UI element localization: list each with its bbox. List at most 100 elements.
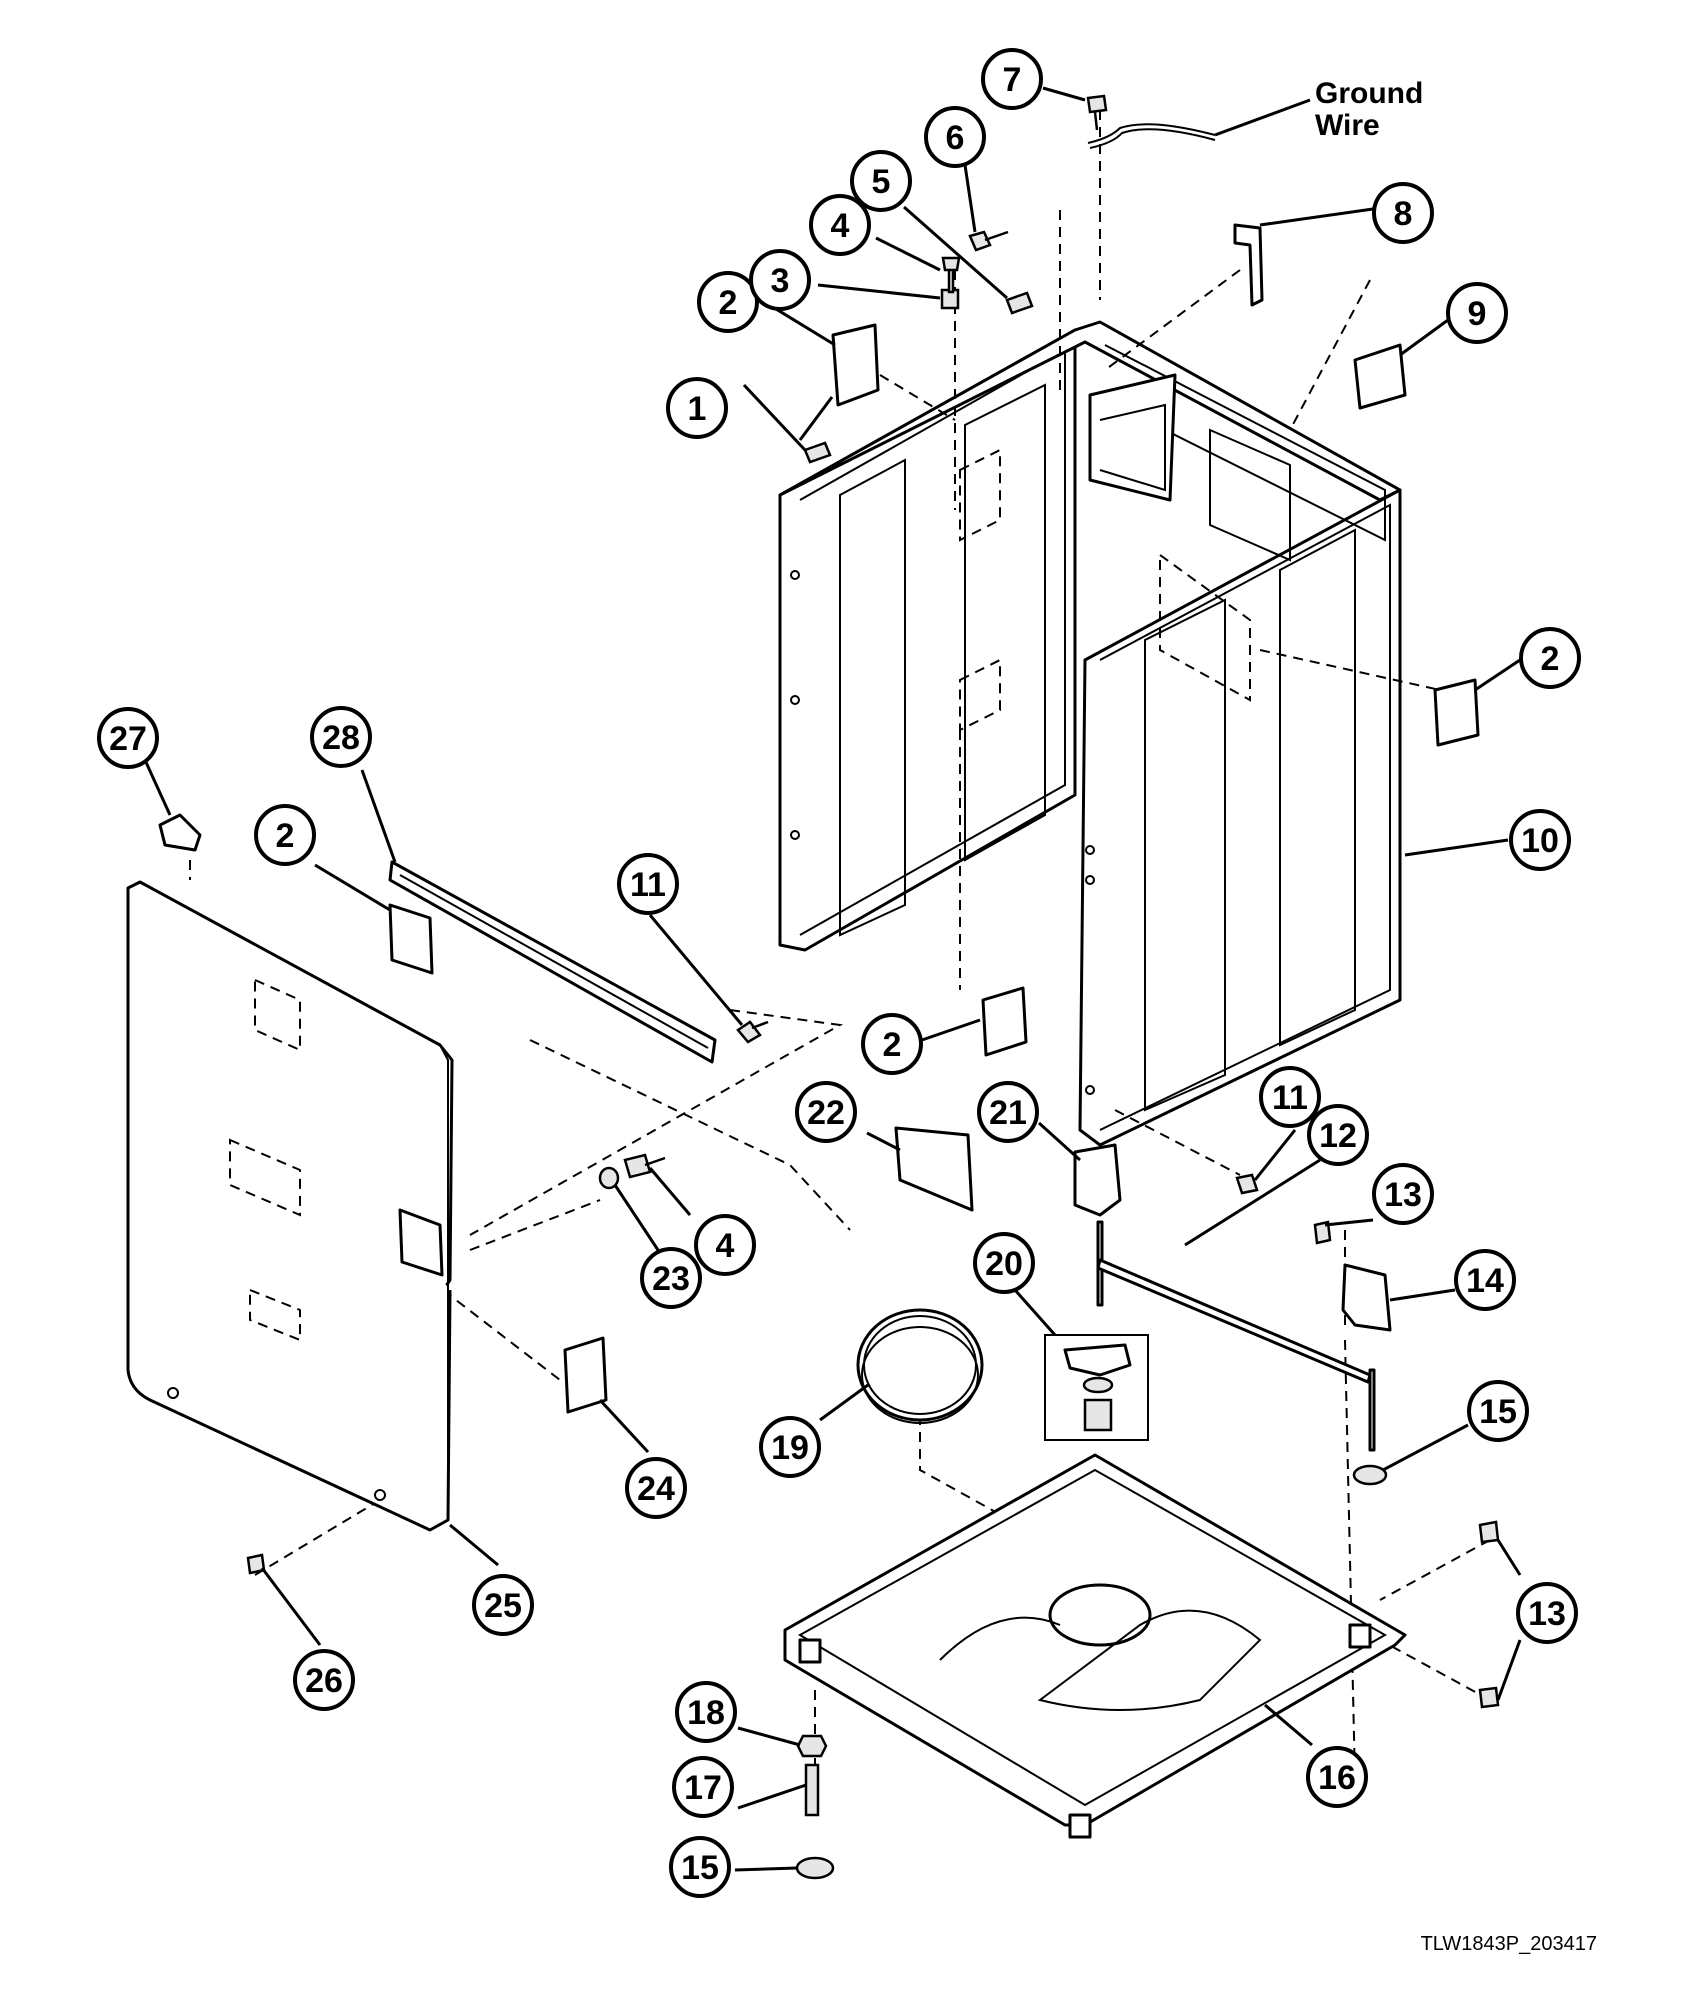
svg-text:15: 15 [681, 1849, 719, 1887]
screw-part-4-panel [623, 1153, 666, 1179]
svg-text:15: 15 [1479, 1393, 1517, 1431]
callout-10: 10 [1509, 809, 1571, 871]
callout-4-top: 4 [809, 194, 871, 256]
svg-text:26: 26 [305, 1662, 343, 1700]
svg-text:9: 9 [1468, 295, 1487, 333]
svg-text:19: 19 [771, 1429, 809, 1467]
callout-19: 19 [759, 1416, 821, 1478]
callout-6: 6 [924, 106, 986, 168]
screw-part-11-right [1235, 1173, 1259, 1195]
svg-text:5: 5 [872, 163, 891, 201]
callout-12: 12 [1307, 1104, 1369, 1166]
callout-28: 28 [310, 706, 372, 768]
front-panel-assembly [126, 813, 717, 1575]
base-corner-front-left [798, 1638, 822, 1664]
callout-18: 18 [675, 1681, 737, 1743]
screw-part-11-left [736, 1020, 769, 1044]
svg-text:4: 4 [716, 1227, 735, 1265]
screw-part-13-top [1313, 1220, 1332, 1245]
label-part-9 [1353, 343, 1407, 410]
bolt-part-17 [804, 1763, 820, 1817]
small-parts [736, 94, 1480, 1486]
hinge-clip [398, 1208, 444, 1277]
callout-21: 21 [977, 1081, 1039, 1143]
svg-text:2: 2 [1541, 640, 1560, 678]
foot-part-15-right [1352, 1464, 1388, 1486]
svg-text:25: 25 [484, 1587, 522, 1625]
callout-23: 23 [640, 1247, 702, 1309]
svg-text:27: 27 [109, 720, 147, 758]
spacer-part-23 [598, 1166, 620, 1190]
svg-text:7: 7 [1003, 61, 1022, 99]
base-corner-front [1068, 1813, 1092, 1839]
base-corner-right [1348, 1623, 1372, 1649]
svg-text:13: 13 [1384, 1176, 1422, 1214]
callout-2-center: 2 [861, 1013, 923, 1075]
label-part-2-panel [388, 903, 434, 975]
callout-16: 16 [1306, 1746, 1368, 1808]
svg-text:6: 6 [946, 119, 965, 157]
callout-11-left: 11 [617, 853, 679, 915]
screw-part-13-base-top [1478, 1520, 1500, 1544]
callout-22: 22 [795, 1081, 857, 1143]
callout-4-panel: 4 [694, 1214, 756, 1276]
svg-text:2: 2 [276, 817, 295, 855]
label-part-2-top [831, 323, 880, 407]
callout-13-top: 13 [1372, 1163, 1434, 1225]
svg-text:11: 11 [630, 866, 666, 904]
label-part-2-center [981, 986, 1028, 1057]
svg-text:11: 11 [1272, 1079, 1308, 1117]
clip-part-20 [1063, 1343, 1132, 1377]
callout-2-right: 2 [1519, 627, 1581, 689]
svg-text:2: 2 [883, 1026, 902, 1064]
svg-text:18: 18 [687, 1694, 725, 1732]
callout-15-base: 15 [669, 1836, 731, 1898]
screw-part-26 [246, 1553, 266, 1575]
callout-14: 14 [1454, 1249, 1516, 1311]
rod-part-12 [1096, 1258, 1372, 1384]
ground-wire [1087, 123, 1216, 144]
svg-text:16: 16 [1318, 1759, 1356, 1797]
callout-1: 1 [666, 377, 728, 439]
nut-part-18 [796, 1734, 828, 1758]
svg-text:22: 22 [807, 1094, 845, 1132]
cabinet-assembly [778, 320, 1402, 1147]
callout-24: 24 [625, 1457, 687, 1519]
callout-8: 8 [1372, 182, 1434, 244]
ring-part-19 [856, 1308, 984, 1422]
callout-leaders [143, 86, 1522, 1872]
svg-text:28: 28 [322, 719, 360, 757]
bracket-part-8 [1233, 223, 1264, 307]
callout-17: 17 [672, 1756, 734, 1818]
screw-part-4-top [941, 256, 961, 294]
label-part-24 [563, 1336, 608, 1414]
screw-part-13-base-bottom [1478, 1686, 1500, 1709]
callout-26: 26 [293, 1649, 355, 1711]
svg-text:23: 23 [652, 1260, 690, 1298]
svg-text:24: 24 [637, 1470, 675, 1508]
part-20-kit-box [1044, 1334, 1149, 1441]
svg-text:14: 14 [1466, 1262, 1504, 1300]
svg-text:21: 21 [989, 1094, 1027, 1132]
callout-25: 25 [472, 1574, 534, 1636]
screw-part-6 [968, 230, 1009, 252]
callout-5: 5 [850, 150, 912, 212]
callout-13-base: 13 [1516, 1582, 1578, 1644]
callout-3: 3 [749, 249, 811, 311]
callout-11-right: 11 [1259, 1066, 1321, 1128]
svg-text:1: 1 [688, 390, 707, 428]
bracket-part-21 [1073, 1143, 1122, 1217]
drawing-code: TLW1843P_203417 [1421, 1933, 1597, 1955]
foot-part-15-base [795, 1856, 835, 1880]
screw-part-7 [1086, 94, 1108, 131]
label-part-22 [894, 1126, 974, 1212]
callouts: 1 2 3 4 5 6 7 8 9 2 10 11 2 11 12 13 14 … [97, 48, 1581, 1898]
svg-text:17: 17 [684, 1769, 722, 1807]
callout-27: 27 [97, 707, 159, 769]
callout-9: 9 [1446, 282, 1508, 344]
svg-text:10: 10 [1521, 822, 1559, 860]
callout-7: 7 [981, 48, 1043, 110]
bracket-part-14 [1341, 1263, 1392, 1332]
pad-part-5 [1005, 291, 1034, 315]
callout-20: 20 [973, 1232, 1035, 1294]
